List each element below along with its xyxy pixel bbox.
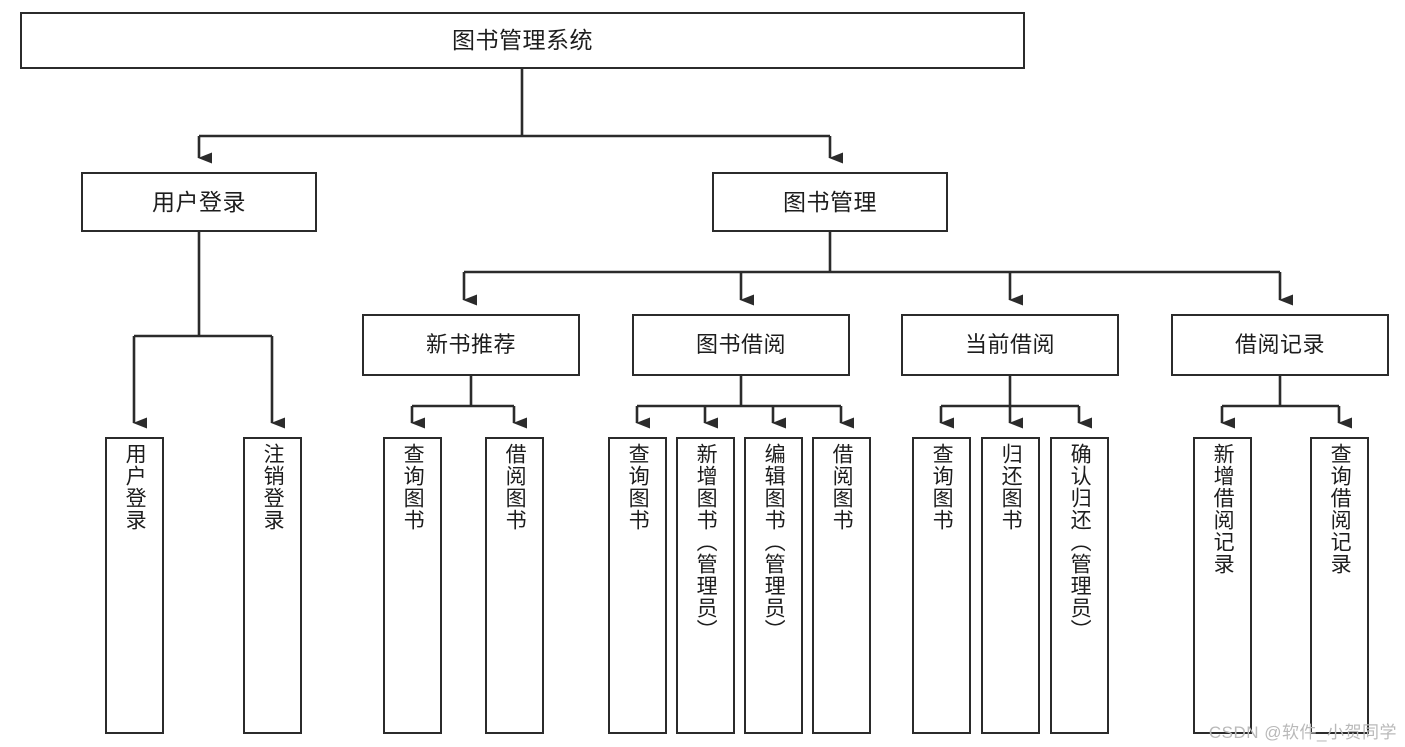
node-label: 借阅图书: [503, 443, 527, 531]
node-book-borrowing[interactable]: 图书借阅: [632, 314, 850, 376]
node-root-book-management-system[interactable]: 图书管理系统: [20, 12, 1025, 69]
node-label: 新增图书（管理员）: [694, 443, 718, 641]
node-label: 用户登录: [152, 188, 246, 215]
node-label: 编辑图书（管理员）: [762, 443, 786, 641]
csdn-watermark: CSDN @软件_小贺同学: [1208, 723, 1397, 742]
node-label: 图书借阅: [695, 332, 786, 358]
node-leaf-return-book[interactable]: 归还图书: [981, 437, 1040, 734]
node-label: 查询图书: [626, 443, 650, 531]
node-label: 图书管理系统: [452, 27, 593, 54]
node-leaf-edit-book-admin[interactable]: 编辑图书（管理员）: [744, 437, 803, 734]
node-label: 归还图书: [999, 443, 1023, 531]
node-leaf-query-borrow-record[interactable]: 查询借阅记录: [1310, 437, 1369, 734]
node-label: 查询图书: [401, 443, 425, 531]
node-leaf-add-borrow-record[interactable]: 新增借阅记录: [1193, 437, 1252, 734]
node-leaf-user-login[interactable]: 用户登录: [105, 437, 164, 734]
node-current-borrowing[interactable]: 当前借阅: [901, 314, 1119, 376]
node-label: 当前借阅: [964, 332, 1055, 358]
node-leaf-confirm-return-admin[interactable]: 确认归还（管理员）: [1050, 437, 1109, 734]
node-label: 图书管理: [783, 188, 877, 215]
node-label: 借阅记录: [1234, 332, 1325, 358]
node-leaf-query-book-2[interactable]: 查询图书: [608, 437, 667, 734]
node-label: 注销登录: [261, 443, 285, 531]
node-leaf-borrow-book-2[interactable]: 借阅图书: [812, 437, 871, 734]
node-book-management[interactable]: 图书管理: [712, 172, 948, 232]
node-leaf-query-book-1[interactable]: 查询图书: [383, 437, 442, 734]
node-leaf-logout[interactable]: 注销登录: [243, 437, 302, 734]
node-label: 用户登录: [123, 443, 147, 531]
node-new-book-recommendation[interactable]: 新书推荐: [362, 314, 580, 376]
node-label: 查询借阅记录: [1328, 443, 1352, 575]
node-leaf-query-book-3[interactable]: 查询图书: [912, 437, 971, 734]
node-label: 借阅图书: [830, 443, 854, 531]
node-borrowing-record[interactable]: 借阅记录: [1171, 314, 1389, 376]
node-label: 确认归还（管理员）: [1068, 443, 1092, 641]
node-label: 新书推荐: [425, 332, 516, 358]
node-leaf-add-book-admin[interactable]: 新增图书（管理员）: [676, 437, 735, 734]
node-label: 查询图书: [930, 443, 954, 531]
node-label: 新增借阅记录: [1211, 443, 1235, 575]
node-leaf-borrow-book-1[interactable]: 借阅图书: [485, 437, 544, 734]
node-user-login[interactable]: 用户登录: [81, 172, 317, 232]
